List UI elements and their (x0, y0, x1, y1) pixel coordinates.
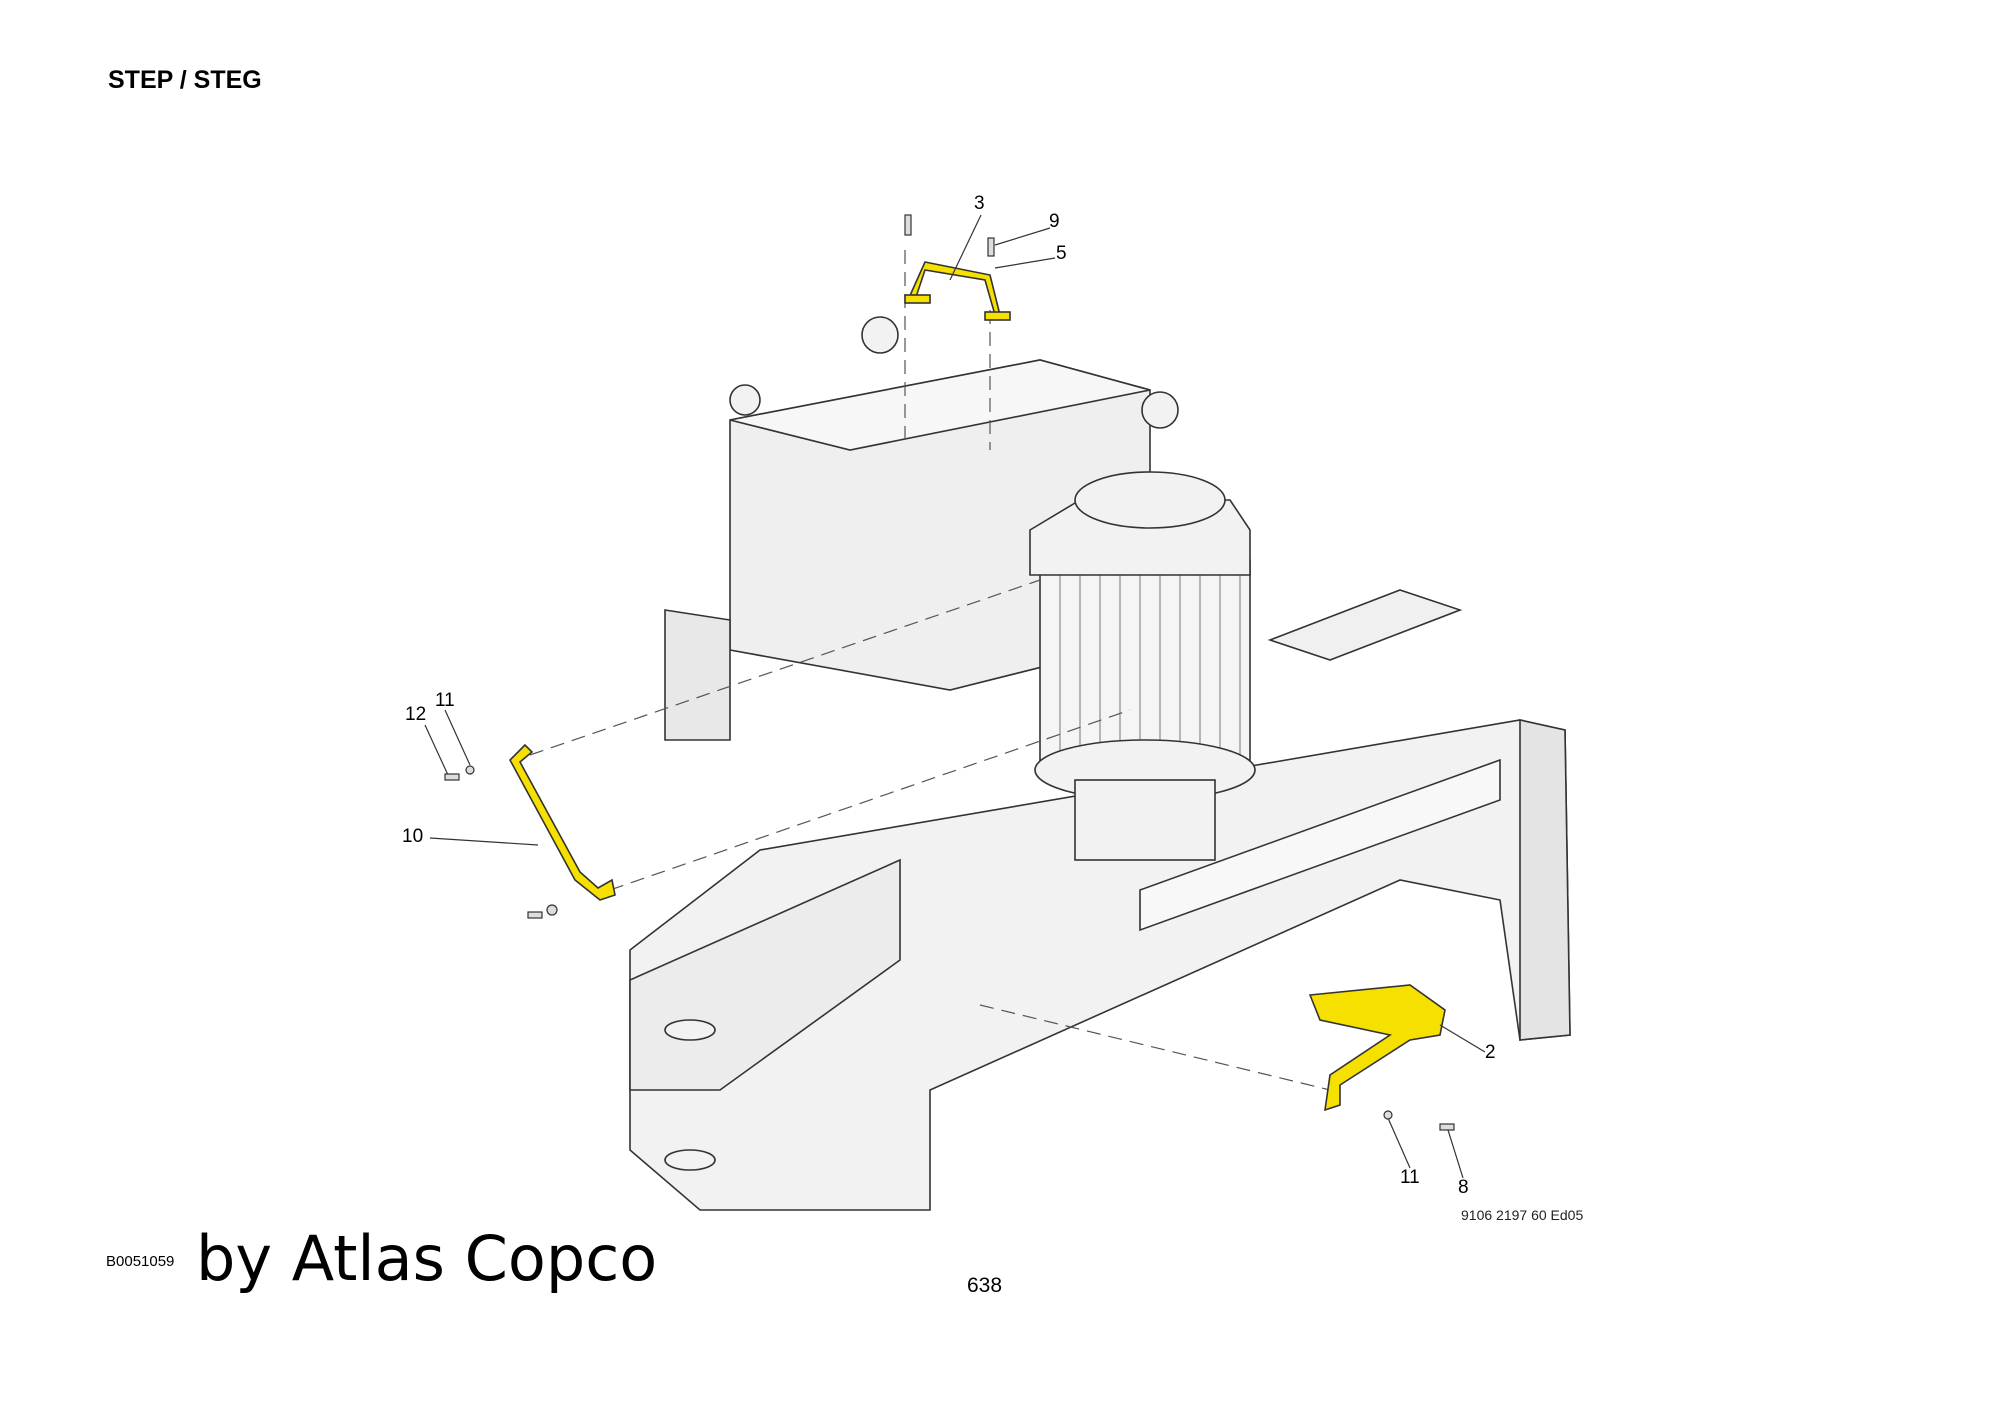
page-number: 638 (967, 1274, 1003, 1297)
callout-5: 5 (1056, 243, 1067, 264)
drawing-reference: 9106 2197 60 Ed05 (1461, 1207, 1584, 1223)
callout-11-left: 11 (435, 690, 455, 711)
callout-10: 10 (402, 826, 424, 847)
right-upright (1519, 719, 1571, 1041)
motor (1039, 559, 1251, 761)
handle-part-3 (906, 261, 1002, 316)
callout-3: 3 (974, 193, 985, 214)
callout-9: 9 (1049, 211, 1060, 232)
callout-2: 2 (1485, 1042, 1496, 1063)
step-part-2 (1308, 984, 1446, 1112)
document-code: B0051059 (106, 1253, 175, 1270)
callout-12: 12 (405, 704, 427, 725)
handle-part-10 (509, 743, 616, 901)
callout-8: 8 (1458, 1177, 1469, 1198)
brand-text: by Atlas Copco (196, 1222, 658, 1295)
cable-tray (1139, 758, 1501, 932)
callout-11-right: 11 (1400, 1167, 1420, 1188)
left-bracket (664, 609, 731, 741)
page-title: STEP / STEG (108, 66, 262, 94)
